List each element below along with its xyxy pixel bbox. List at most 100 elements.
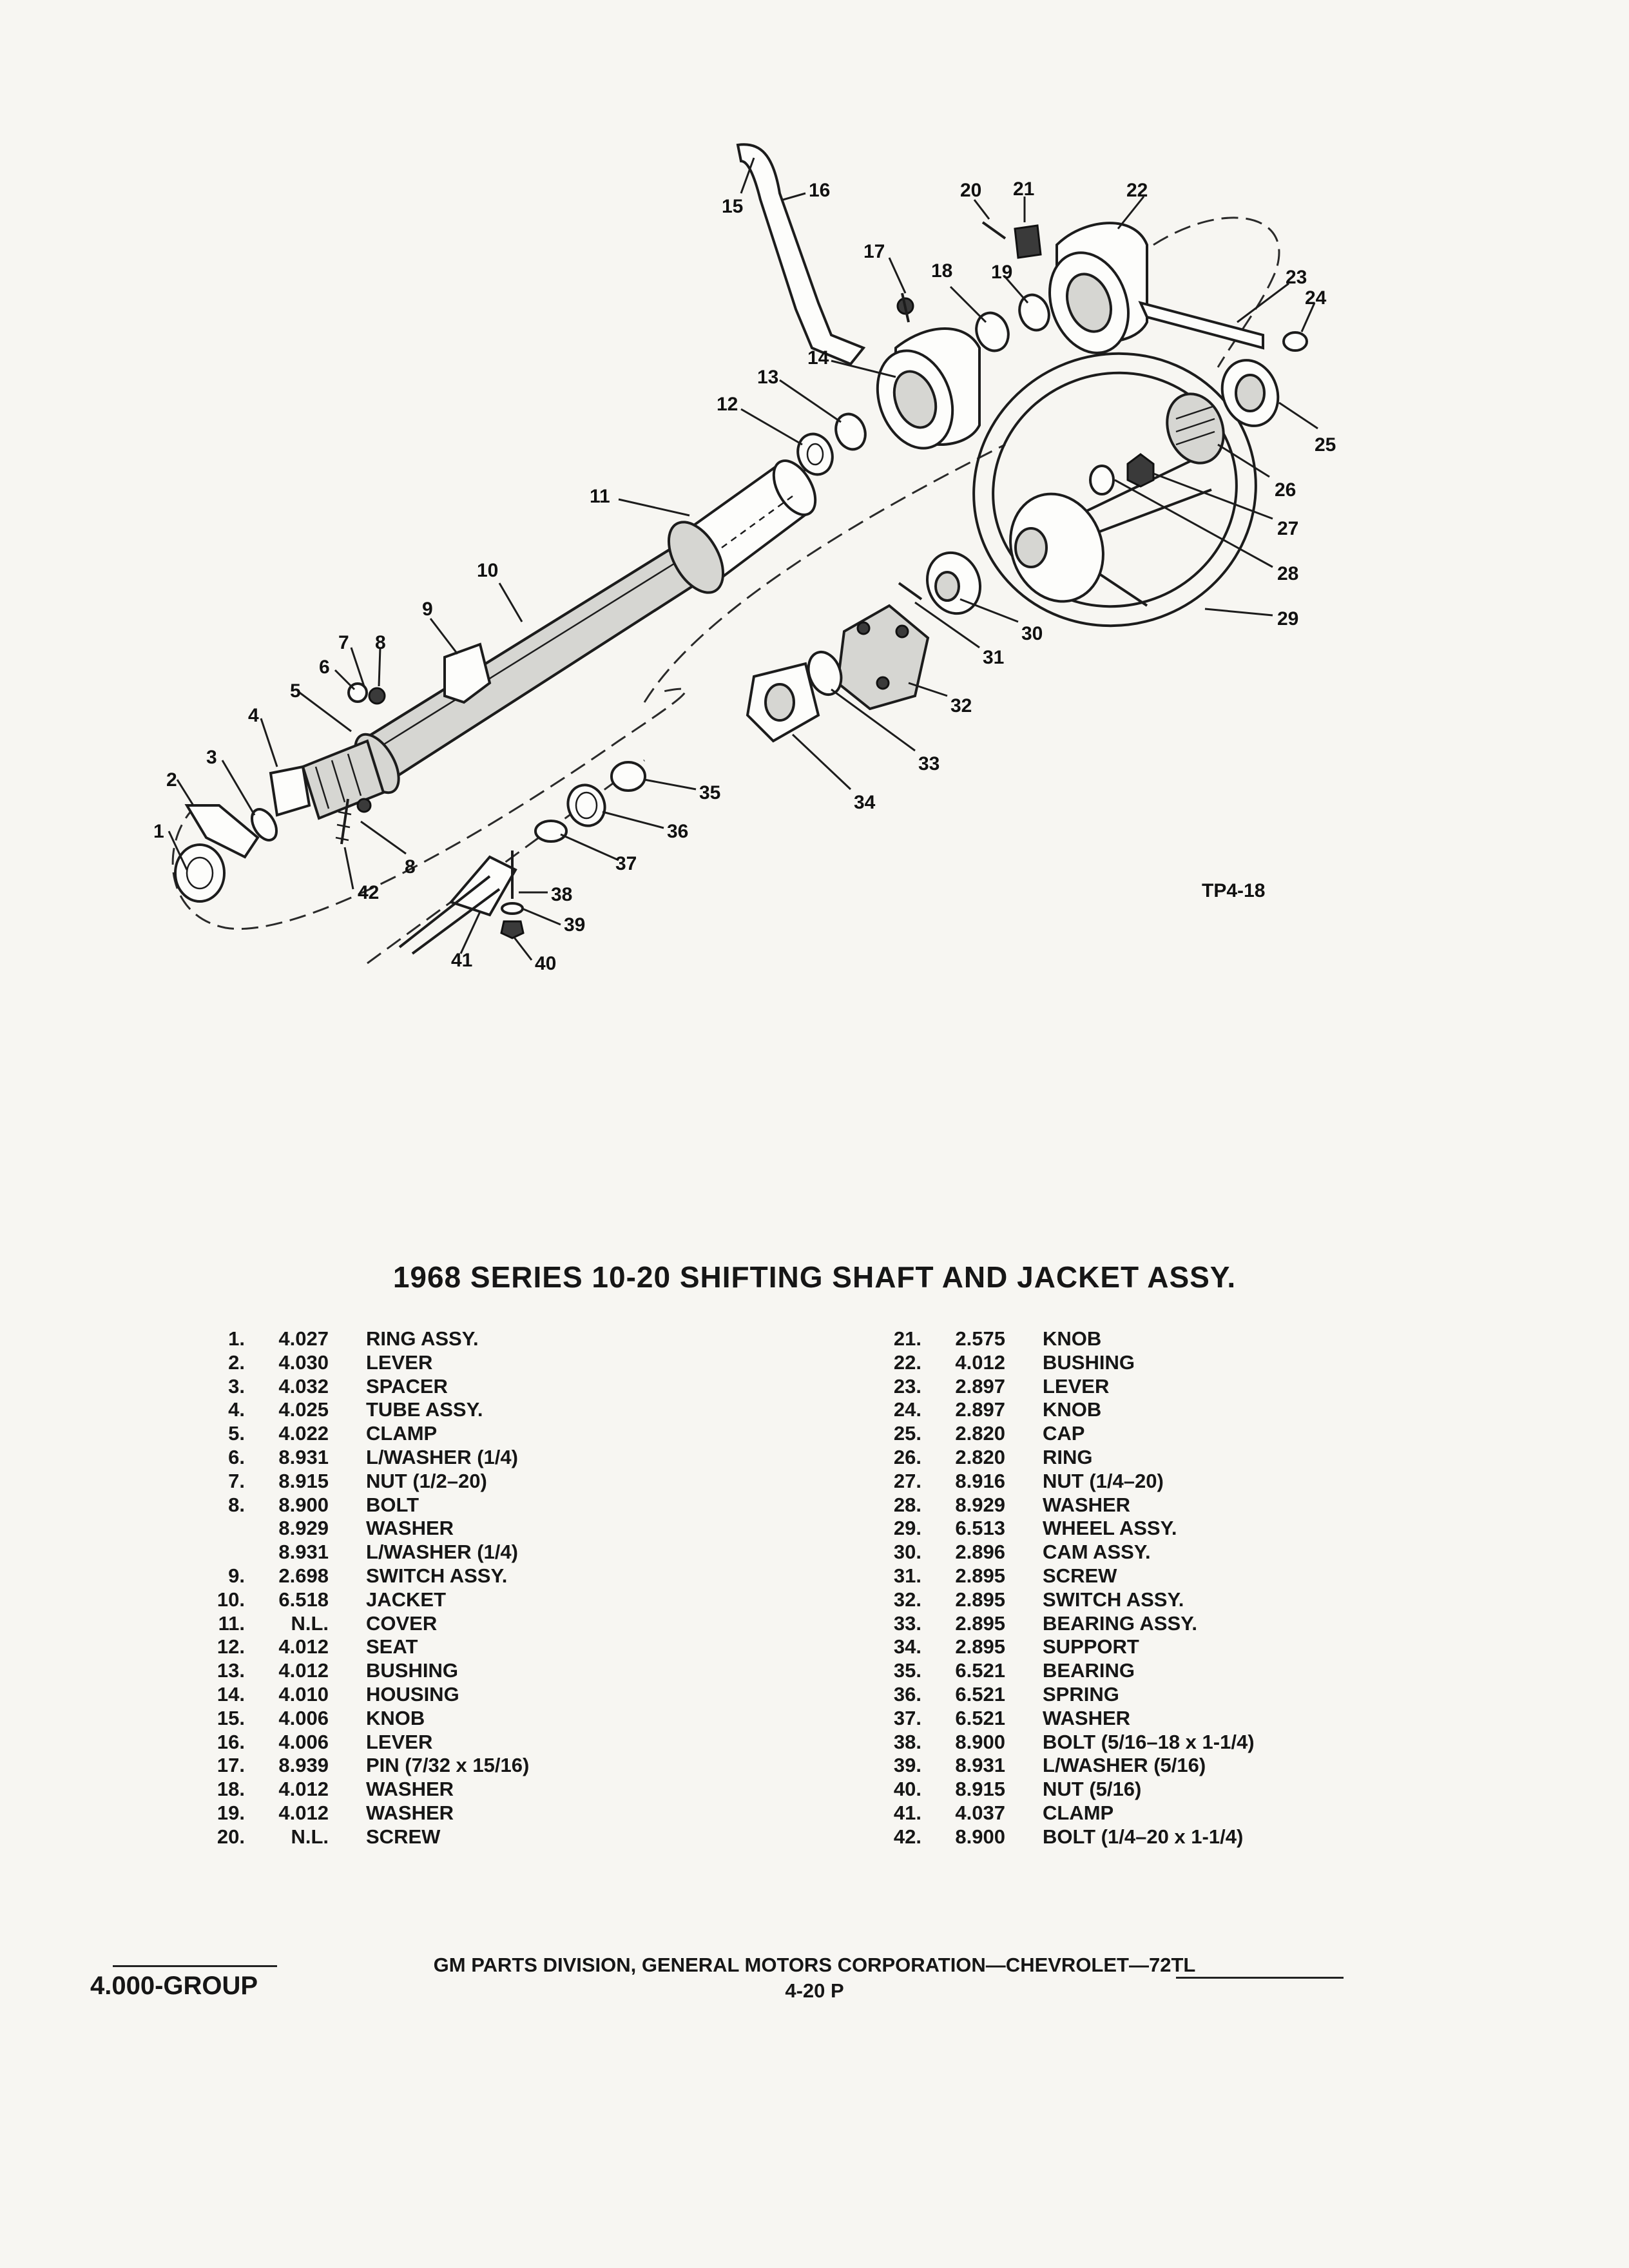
part-number: 8.: [228, 1493, 245, 1516]
group-number: 2.895: [955, 1611, 1005, 1635]
part-description: L/WASHER (1/4): [366, 1541, 518, 1564]
part-description: JACKET: [366, 1588, 447, 1611]
group-number: 4.006: [278, 1730, 329, 1753]
group-number: 4.022: [278, 1422, 329, 1445]
callout-31: 31: [983, 647, 1004, 668]
part-number: 7.: [228, 1469, 245, 1492]
guide-line-lower-axis: [367, 759, 645, 965]
part-number: 23.: [893, 1374, 921, 1398]
group-number: 8.915: [278, 1469, 329, 1492]
spacer-part-3: [251, 808, 278, 841]
knob-part-24: [1282, 331, 1308, 352]
cover-flange: [667, 521, 725, 594]
part-number: 33.: [893, 1611, 921, 1635]
ring-part-26: [1166, 392, 1225, 465]
lever-part-2: [184, 804, 260, 859]
nut-part-27: [1126, 453, 1155, 488]
spring-part-36: [566, 783, 606, 827]
callout-16: 16: [809, 180, 830, 201]
part-number: 14.: [217, 1682, 245, 1706]
bushing-part-13: [834, 412, 867, 451]
part-number: 29.: [893, 1517, 921, 1540]
callout-11: 11: [590, 486, 610, 507]
part-description: WASHER: [1043, 1706, 1131, 1729]
part-description: KNOB: [1043, 1327, 1102, 1350]
callout-3: 3: [206, 747, 217, 768]
callout-36: 36: [667, 821, 688, 842]
callout-22: 22: [1126, 180, 1148, 201]
part-description: SUPPORT: [1043, 1635, 1139, 1658]
group-number: 2.895: [955, 1588, 1005, 1611]
lever-arm-lower: [269, 765, 311, 817]
callout-17: 17: [863, 241, 885, 262]
callout-14: 14: [807, 347, 829, 369]
part-number: 18.: [217, 1778, 245, 1801]
callout-26: 26: [1275, 479, 1296, 501]
part-description: CAM ASSY.: [1043, 1541, 1151, 1564]
part-description: NUT (1/2–20): [366, 1469, 487, 1492]
callout-37: 37: [615, 853, 637, 874]
group-number: 8.900: [955, 1730, 1005, 1753]
callout-5: 5: [290, 680, 301, 702]
callout-28: 28: [1277, 563, 1298, 584]
callout-23: 23: [1286, 267, 1307, 288]
group-number: N.L.: [291, 1611, 329, 1635]
bolt-part-42: [340, 798, 349, 845]
part-description: NUT (5/16): [1043, 1778, 1142, 1801]
nut-part-7: [368, 687, 386, 705]
callout-12: 12: [717, 394, 738, 415]
part-number: 22.: [893, 1350, 921, 1374]
figure-code: TP4-18: [1202, 880, 1265, 901]
part-description: CAP: [1043, 1422, 1085, 1445]
part-description: BOLT (1/4–20 x 1-1/4): [1043, 1825, 1244, 1848]
callout-4: 4: [248, 705, 259, 726]
part-number: 9.: [228, 1564, 245, 1587]
group-number: 8.915: [955, 1778, 1005, 1801]
group-number: 4.012: [278, 1659, 329, 1682]
callout-42: 42: [358, 882, 379, 903]
screw-part-20: [981, 221, 1007, 240]
part-number: 13.: [217, 1659, 245, 1682]
part-description: KNOB: [1043, 1398, 1102, 1421]
part-number: 4.: [228, 1398, 245, 1421]
part-number: 11.: [218, 1611, 245, 1635]
bolt-part-8-head: [356, 798, 372, 813]
part-description: TUBE ASSY.: [366, 1398, 483, 1421]
group-number: 2.895: [955, 1635, 1005, 1658]
part-number: 30.: [893, 1541, 921, 1564]
group-number: 4.030: [278, 1350, 329, 1374]
callout-13: 13: [757, 367, 778, 388]
part-number: 12.: [217, 1635, 245, 1658]
callout-1: 1: [153, 821, 164, 842]
part-number: 3.: [228, 1374, 245, 1398]
footer-rule-right: [1176, 1977, 1344, 1979]
part-description: L/WASHER (5/16): [1043, 1754, 1206, 1777]
group-number: 6.521: [955, 1659, 1005, 1682]
callout-33: 33: [918, 753, 940, 774]
group-number: 4.012: [955, 1350, 1005, 1374]
bearing-part-35: [610, 761, 646, 792]
callout-24: 24: [1305, 287, 1327, 309]
group-number: 2.575: [955, 1327, 1005, 1350]
part-description: KNOB: [366, 1706, 425, 1729]
part-number: 39.: [893, 1754, 921, 1777]
callout-numbers: 1 2 3 4 5 6 7 8 8 9 10 11 12 13 14 15 16…: [153, 178, 1336, 974]
group-number: 4.012: [278, 1778, 329, 1801]
switch-assy-body: [443, 642, 492, 704]
part-description: SEAT: [366, 1635, 418, 1658]
part-number: 21.: [893, 1327, 921, 1350]
part-number: 15.: [217, 1706, 245, 1729]
callout-15: 15: [722, 196, 743, 217]
exploded-view-diagram: 1 2 3 4 5 6 7 8 8 9 10 11 12 13 14 15 16…: [153, 143, 1336, 974]
guide-line-wheel-loop: [643, 443, 1006, 703]
group-number: 2.897: [955, 1398, 1005, 1421]
part-description: PIN (7/32 x 15/16): [366, 1754, 530, 1777]
part-description: SWITCH ASSY.: [1043, 1588, 1184, 1611]
callout-19: 19: [991, 262, 1012, 283]
group-number: 8.900: [955, 1825, 1005, 1848]
washer-part-28: [1089, 465, 1115, 495]
washer-part-37: [534, 820, 568, 843]
callout-34: 34: [854, 792, 876, 813]
part-number: 2.: [228, 1350, 245, 1374]
callout-35: 35: [699, 782, 720, 803]
